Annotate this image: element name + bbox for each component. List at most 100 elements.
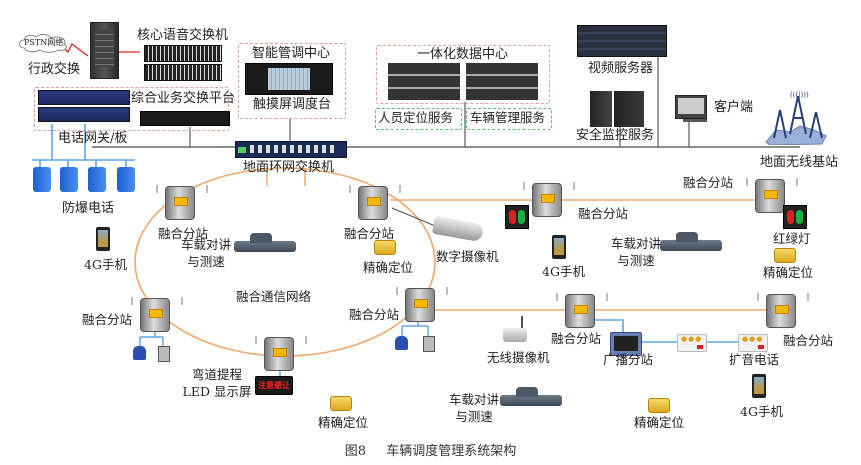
data-center-servers-left (388, 63, 460, 100)
precise-location-tag-bottom-right (648, 398, 670, 413)
fusion-substation-upper-mid (523, 182, 575, 217)
vehicle-speed-label: 与测速 (617, 253, 655, 268)
data-center-group (376, 45, 550, 104)
traffic-light-label: 红绿灯 (773, 231, 811, 246)
precise-location-tag-right (774, 248, 796, 263)
loudspeaker-phone-2 (738, 334, 768, 352)
sensor-bus-left (139, 330, 164, 346)
explosion-proof-phone-2 (60, 167, 78, 192)
camera-cable (391, 207, 441, 229)
fusion-substation-ring-bottom (255, 336, 307, 371)
precise-location-tag-ring (374, 240, 396, 255)
figure-number: 图8 (344, 444, 367, 459)
sensor-meter-left (158, 346, 170, 362)
security-monitoring-label: 安全监控服务 (576, 128, 655, 143)
core-voice-switch-unit-2 (144, 64, 222, 81)
led-display-text: 注意避让 (258, 381, 290, 390)
fusion-substation-lower-right (757, 293, 809, 328)
security-server-1 (590, 91, 612, 127)
control-center-group (238, 43, 346, 119)
fusion-substation-label: 融合分站 (82, 312, 133, 327)
pstn-label: PSTN网络 (24, 38, 64, 47)
precise-location-tag-bottom-left (330, 396, 352, 411)
phone-4g-label: 4G手机 (740, 404, 783, 419)
client-label: 客户端 (714, 100, 754, 115)
tower-icon: (((|))) (765, 91, 827, 146)
explosion-proof-phone-3 (88, 167, 106, 192)
broadcast-substation-device (610, 332, 642, 356)
phone-4g-lower-right (752, 374, 766, 398)
precise-location-label: 精确定位 (634, 415, 685, 430)
pstn-cloud: PSTN网络 (16, 32, 72, 58)
phone-4g-left (96, 227, 110, 251)
video-server-label: 视频服务器 (588, 61, 654, 76)
personnel-service-group (375, 108, 462, 130)
fusion-substation-label: 融合分站 (578, 206, 629, 221)
fusion-substation-upper-right (746, 178, 798, 213)
loudspeaker-phone-label: 扩音电话 (729, 352, 780, 367)
traffic-light-left (505, 205, 529, 229)
svg-text:(((|))): (((|))) (790, 91, 809, 99)
vehicle-intercom-label: 车载对讲 (610, 236, 662, 251)
platform-gateway-unit-2 (38, 107, 130, 122)
core-voice-switch-label: 核心语音交换机 (137, 28, 229, 43)
phone-4g-label: 4G手机 (542, 264, 585, 279)
vehicle-ring (234, 233, 296, 259)
wireless-camera-label: 无线摄像机 (487, 350, 550, 365)
wireless-base-icon: (((|))) (760, 90, 832, 146)
vehicle-upper-right (660, 232, 722, 258)
sensor-valve-right (395, 336, 408, 350)
phone-gateway-label: 电话网关/板 (58, 131, 128, 146)
platform-switch-unit (140, 111, 230, 126)
fusion-substation-label: 融合分站 (783, 333, 834, 348)
fusion-substation-label: 融合分站 (551, 331, 602, 346)
video-server-device (577, 25, 667, 57)
integrated-platform-group (34, 87, 229, 131)
explosion-proof-phone-4 (117, 167, 135, 192)
client-keyboard-icon (683, 119, 707, 122)
figure-caption: 图8 车辆调度管理系统架构 (0, 440, 861, 459)
data-center-servers-right (466, 63, 538, 100)
fusion-substation-ring-right (396, 287, 448, 322)
admin-exchange-label: 行政交换 (28, 62, 81, 77)
led-display-label: LED 显示屏 (182, 384, 252, 399)
vehicle-management-service-label: 车辆管理服务 (470, 110, 546, 125)
vehicle-speed-label: 与测速 (455, 409, 493, 424)
digital-camera-label: 数字摄像机 (436, 249, 499, 264)
fusion-network-label: 融合通信网络 (236, 289, 312, 304)
fusion-substation-label: 融合分站 (158, 226, 209, 241)
touch-console-device (245, 63, 333, 95)
traffic-light-right (783, 205, 807, 229)
explosion-proof-phone-1 (33, 167, 51, 192)
phone-4g-label: 4G手机 (84, 257, 127, 272)
security-server-2 (614, 91, 644, 127)
led-display-screen: 注意避让 (255, 376, 293, 395)
fusion-substation-label: 融合分站 (683, 175, 734, 190)
fusion-substation-ring-top-left (156, 185, 208, 220)
figure-title: 车辆调度管理系统架构 (386, 444, 517, 459)
touch-console-label: 触摸屏调度台 (253, 97, 332, 112)
sensor-bus-right (401, 318, 429, 336)
phone-4g-middle (552, 235, 566, 259)
broadcast-bus (595, 319, 624, 333)
vehicle-speed-label: 与测速 (187, 254, 225, 269)
personnel-location-service-label: 人员定位服务 (378, 110, 454, 125)
loudspeaker-phone-1 (677, 334, 707, 352)
client-monitor-icon (675, 95, 707, 119)
sensor-meter-right (423, 336, 435, 352)
fusion-substation-label: 融合分站 (349, 307, 400, 322)
precise-location-label: 精确定位 (763, 265, 814, 280)
curve-warning-label: 弯道提程 (191, 367, 243, 382)
integrated-platform-label: 综合业务交换平台 (131, 91, 236, 106)
data-center-label: 一体化数据中心 (417, 47, 509, 62)
explosion-proof-phone-label: 防爆电话 (62, 201, 115, 216)
ground-ring-switch-device (235, 141, 347, 158)
fusion-substation-label: 融合分站 (344, 226, 395, 241)
fusion-substation-ring-left (131, 297, 183, 332)
vehicle-intercom-label: 车载对讲 (448, 392, 500, 407)
sensor-valve-left (133, 346, 146, 360)
core-voice-switch-unit-1 (144, 45, 222, 62)
precise-location-label: 精确定位 (363, 260, 414, 275)
